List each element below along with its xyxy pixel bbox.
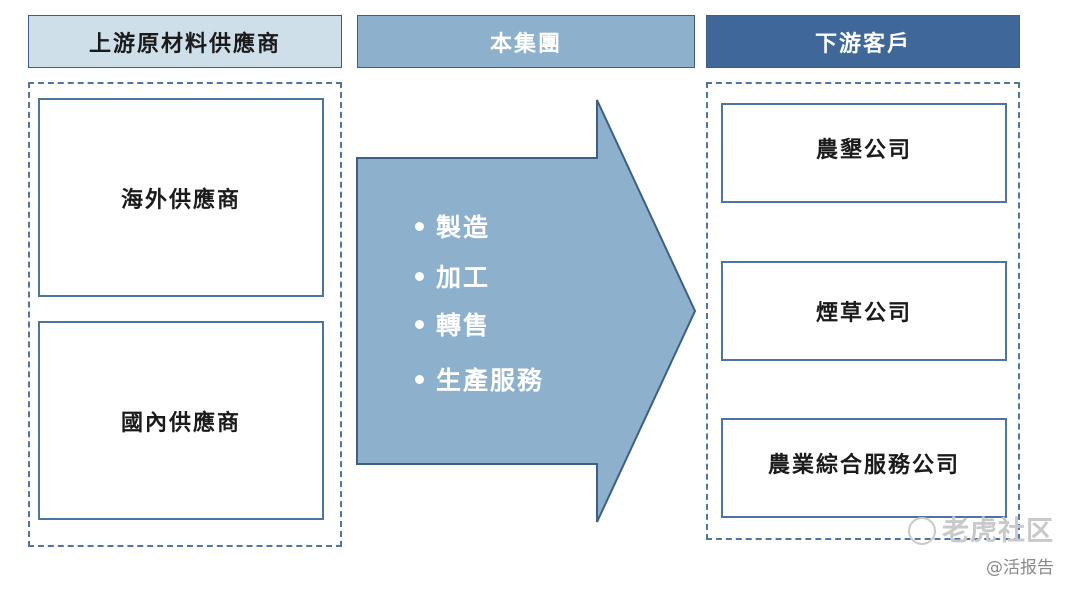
upstream-header: 上游原材料供應商 bbox=[28, 15, 342, 68]
bullet-icon bbox=[415, 271, 424, 281]
bullet-icon bbox=[415, 221, 424, 231]
activity-item: 生產服務 bbox=[415, 361, 544, 397]
bullet-icon bbox=[415, 374, 424, 384]
group-header: 本集團 bbox=[357, 15, 695, 68]
tobacco-company-label: 煙草公司 bbox=[815, 301, 912, 326]
tiger-logo-icon bbox=[908, 516, 936, 545]
agri-reclamation-company-box: 農墾公司 bbox=[721, 103, 1007, 203]
agri-reclamation-company-label: 農墾公司 bbox=[815, 138, 912, 163]
overseas-supplier-label: 海外供應商 bbox=[120, 187, 241, 213]
watermark-handle: @活报告 bbox=[986, 558, 1054, 578]
downstream-group-container bbox=[706, 82, 1020, 540]
downstream-header: 下游客戶 bbox=[706, 15, 1020, 68]
activity-item: 轉售 bbox=[415, 306, 490, 342]
flow-arrow-shape bbox=[356, 99, 697, 523]
domestic-supplier-box: 國內供應商 bbox=[38, 321, 324, 520]
bullet-icon bbox=[415, 319, 424, 329]
activity-item: 製造 bbox=[415, 208, 490, 244]
activity-item: 加工 bbox=[415, 258, 490, 294]
domestic-supplier-label: 國內供應商 bbox=[120, 410, 241, 436]
downstream-header-label: 下游客戶 bbox=[814, 31, 911, 57]
watermark-logo-text: 老虎社区 bbox=[942, 516, 1054, 547]
overseas-supplier-box: 海外供應商 bbox=[38, 98, 324, 297]
group-header-label: 本集團 bbox=[489, 31, 562, 57]
agri-services-company-label: 農業綜合服務公司 bbox=[767, 453, 960, 478]
upstream-group-container bbox=[28, 82, 342, 547]
upstream-header-label: 上游原材料供應商 bbox=[88, 31, 281, 57]
tobacco-company-box: 煙草公司 bbox=[721, 261, 1007, 361]
agri-services-company-box: 農業綜合服務公司 bbox=[721, 418, 1007, 518]
watermark-logo: 老虎社区 bbox=[908, 509, 1054, 548]
